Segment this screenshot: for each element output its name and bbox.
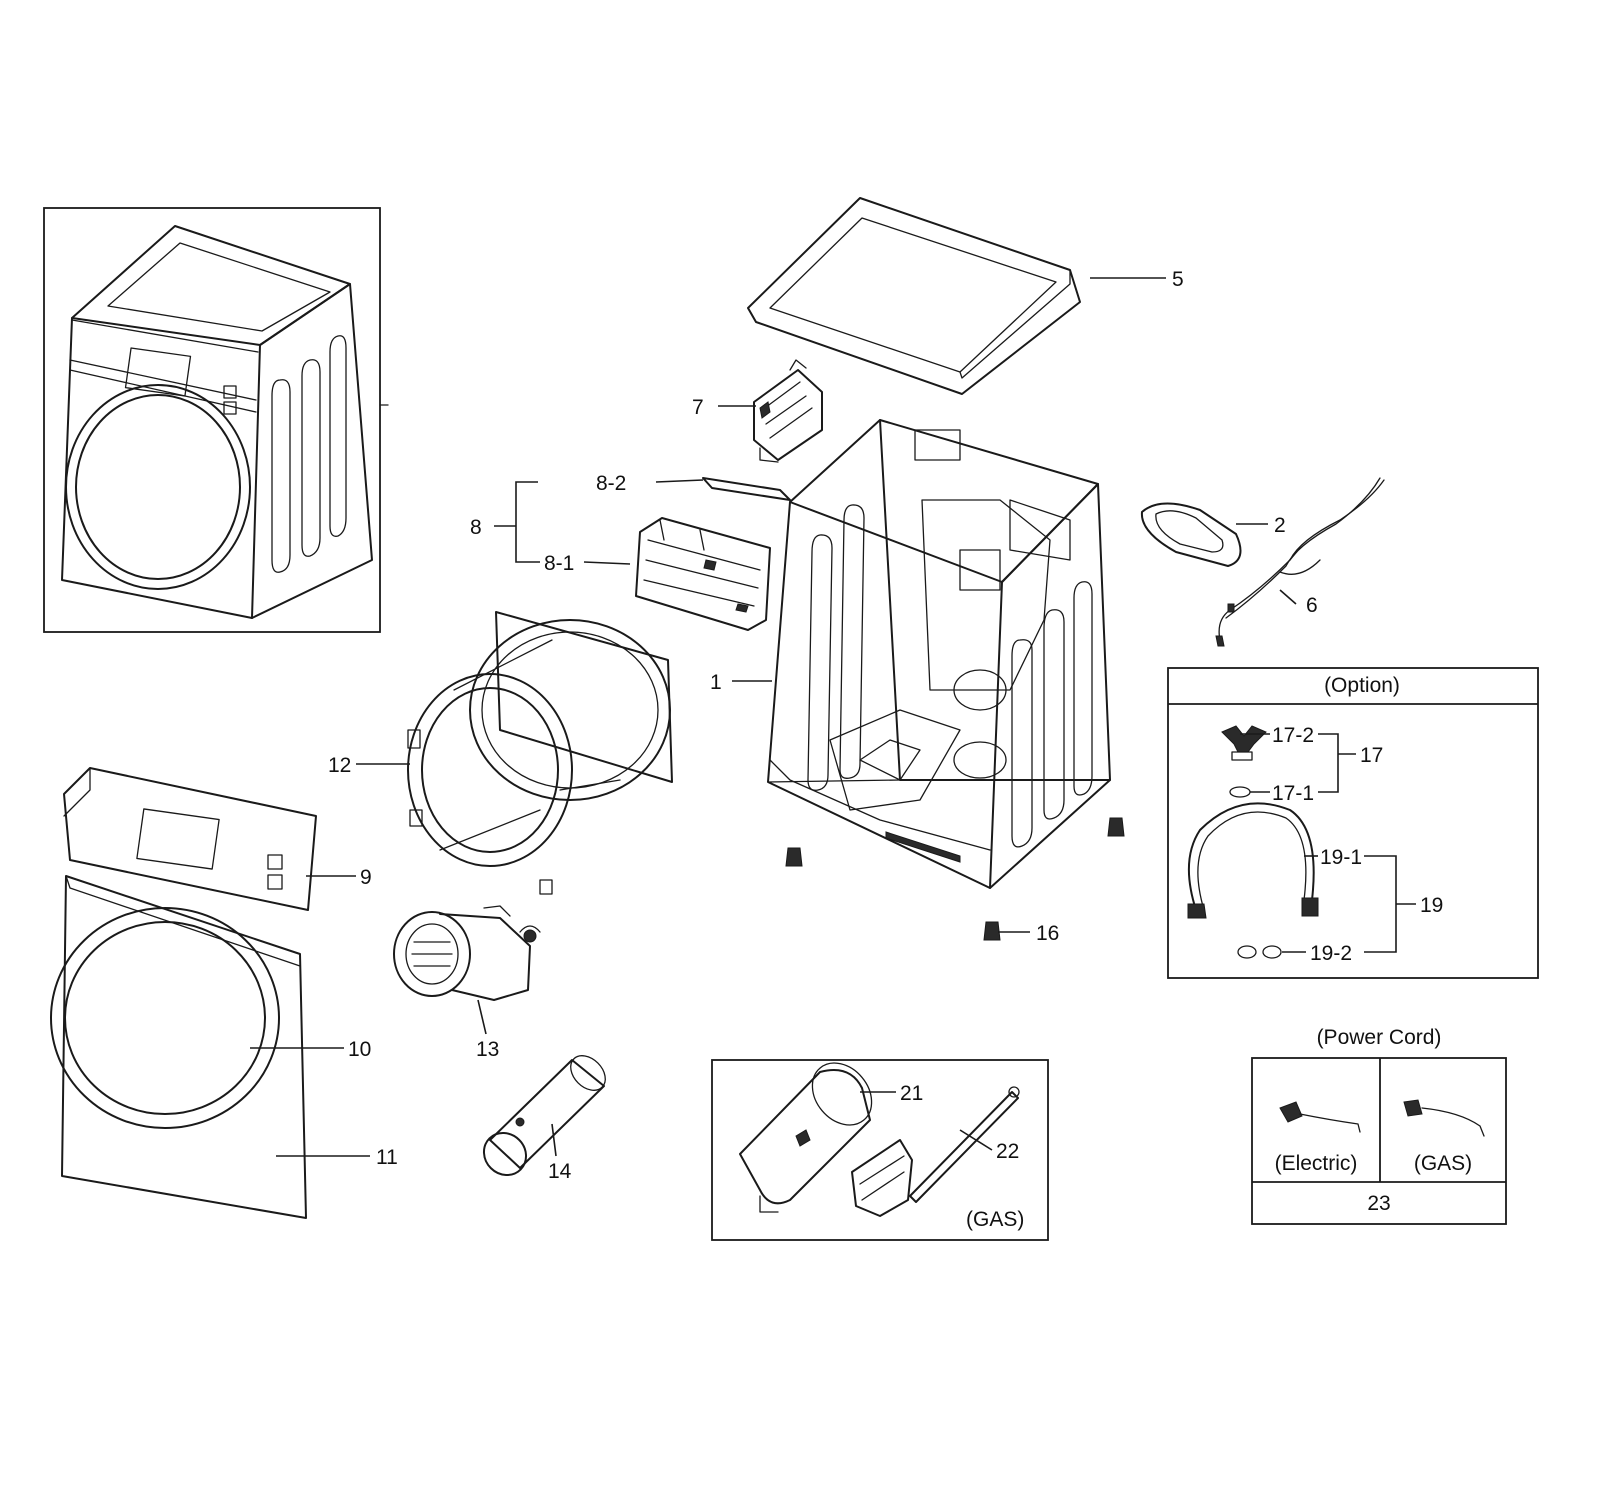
power-cord-gas-label: (GAS) [1414, 1152, 1472, 1175]
cabinet [767, 419, 1111, 889]
callout-1: 1 [710, 671, 722, 694]
power-cord-electric-label: (Electric) [1275, 1152, 1358, 1175]
callout-7: 7 [692, 396, 704, 419]
option-box-title: (Option) [1324, 674, 1400, 697]
power-cord-title: (Power Cord) [1317, 1026, 1442, 1049]
callout-12: 12 [328, 754, 351, 777]
callout-16: 16 [1036, 922, 1059, 945]
power-cord-box: (Power Cord) (Electric) (GAS) 23 [1251, 1026, 1507, 1225]
control-panel [63, 767, 317, 911]
duct-assembly [635, 477, 791, 631]
gas-box-frame [711, 1059, 1049, 1241]
callout-22: 22 [996, 1140, 1019, 1163]
pcb-bracket [753, 359, 823, 463]
callout-23: 23 [1367, 1192, 1390, 1215]
callout-10: 10 [348, 1038, 371, 1061]
callout-21: 21 [900, 1082, 923, 1105]
callout-labels: 5 7 8-2 8 8-1 1 2 6 12 9 10 11 13 14 16 … [328, 268, 1443, 1231]
exhaust-duct [482, 1055, 606, 1177]
top-plate [747, 197, 1081, 395]
gas-parts-box [711, 1059, 1049, 1241]
callout-5: 5 [1172, 268, 1184, 291]
assembled-dryer-frame [43, 207, 381, 633]
callout-19: 19 [1420, 894, 1443, 917]
callout-17-1: 17-1 [1272, 782, 1314, 805]
option-box-frame [1167, 667, 1539, 979]
front-panel-and-door [50, 875, 307, 1219]
power-cord-frame [1251, 1057, 1507, 1225]
callout-19-2: 19-2 [1310, 942, 1352, 965]
leader-lines [250, 277, 1416, 1157]
callout-14: 14 [548, 1160, 572, 1183]
callout-17-2: 17-2 [1272, 724, 1314, 747]
callout-8-2: 8-2 [596, 472, 626, 495]
wire-harness [1215, 477, 1385, 647]
option-box: (Option) [1167, 667, 1539, 979]
callout-9: 9 [360, 866, 372, 889]
blower-housing [393, 905, 541, 1001]
assembled-dryer-illustration [43, 207, 389, 633]
callout-19-1: 19-1 [1320, 846, 1362, 869]
callout-17: 17 [1360, 744, 1383, 767]
callout-13: 13 [476, 1038, 499, 1061]
callout-8: 8 [470, 516, 482, 539]
gas-box-label: (GAS) [966, 1208, 1024, 1231]
callout-8-1: 8-1 [544, 552, 574, 575]
leveling-feet [785, 817, 1125, 941]
callout-2: 2 [1274, 514, 1286, 537]
rear-bracket [1140, 502, 1242, 567]
callout-11: 11 [376, 1146, 398, 1169]
drum-assembly [407, 611, 673, 895]
callout-6: 6 [1306, 594, 1318, 617]
